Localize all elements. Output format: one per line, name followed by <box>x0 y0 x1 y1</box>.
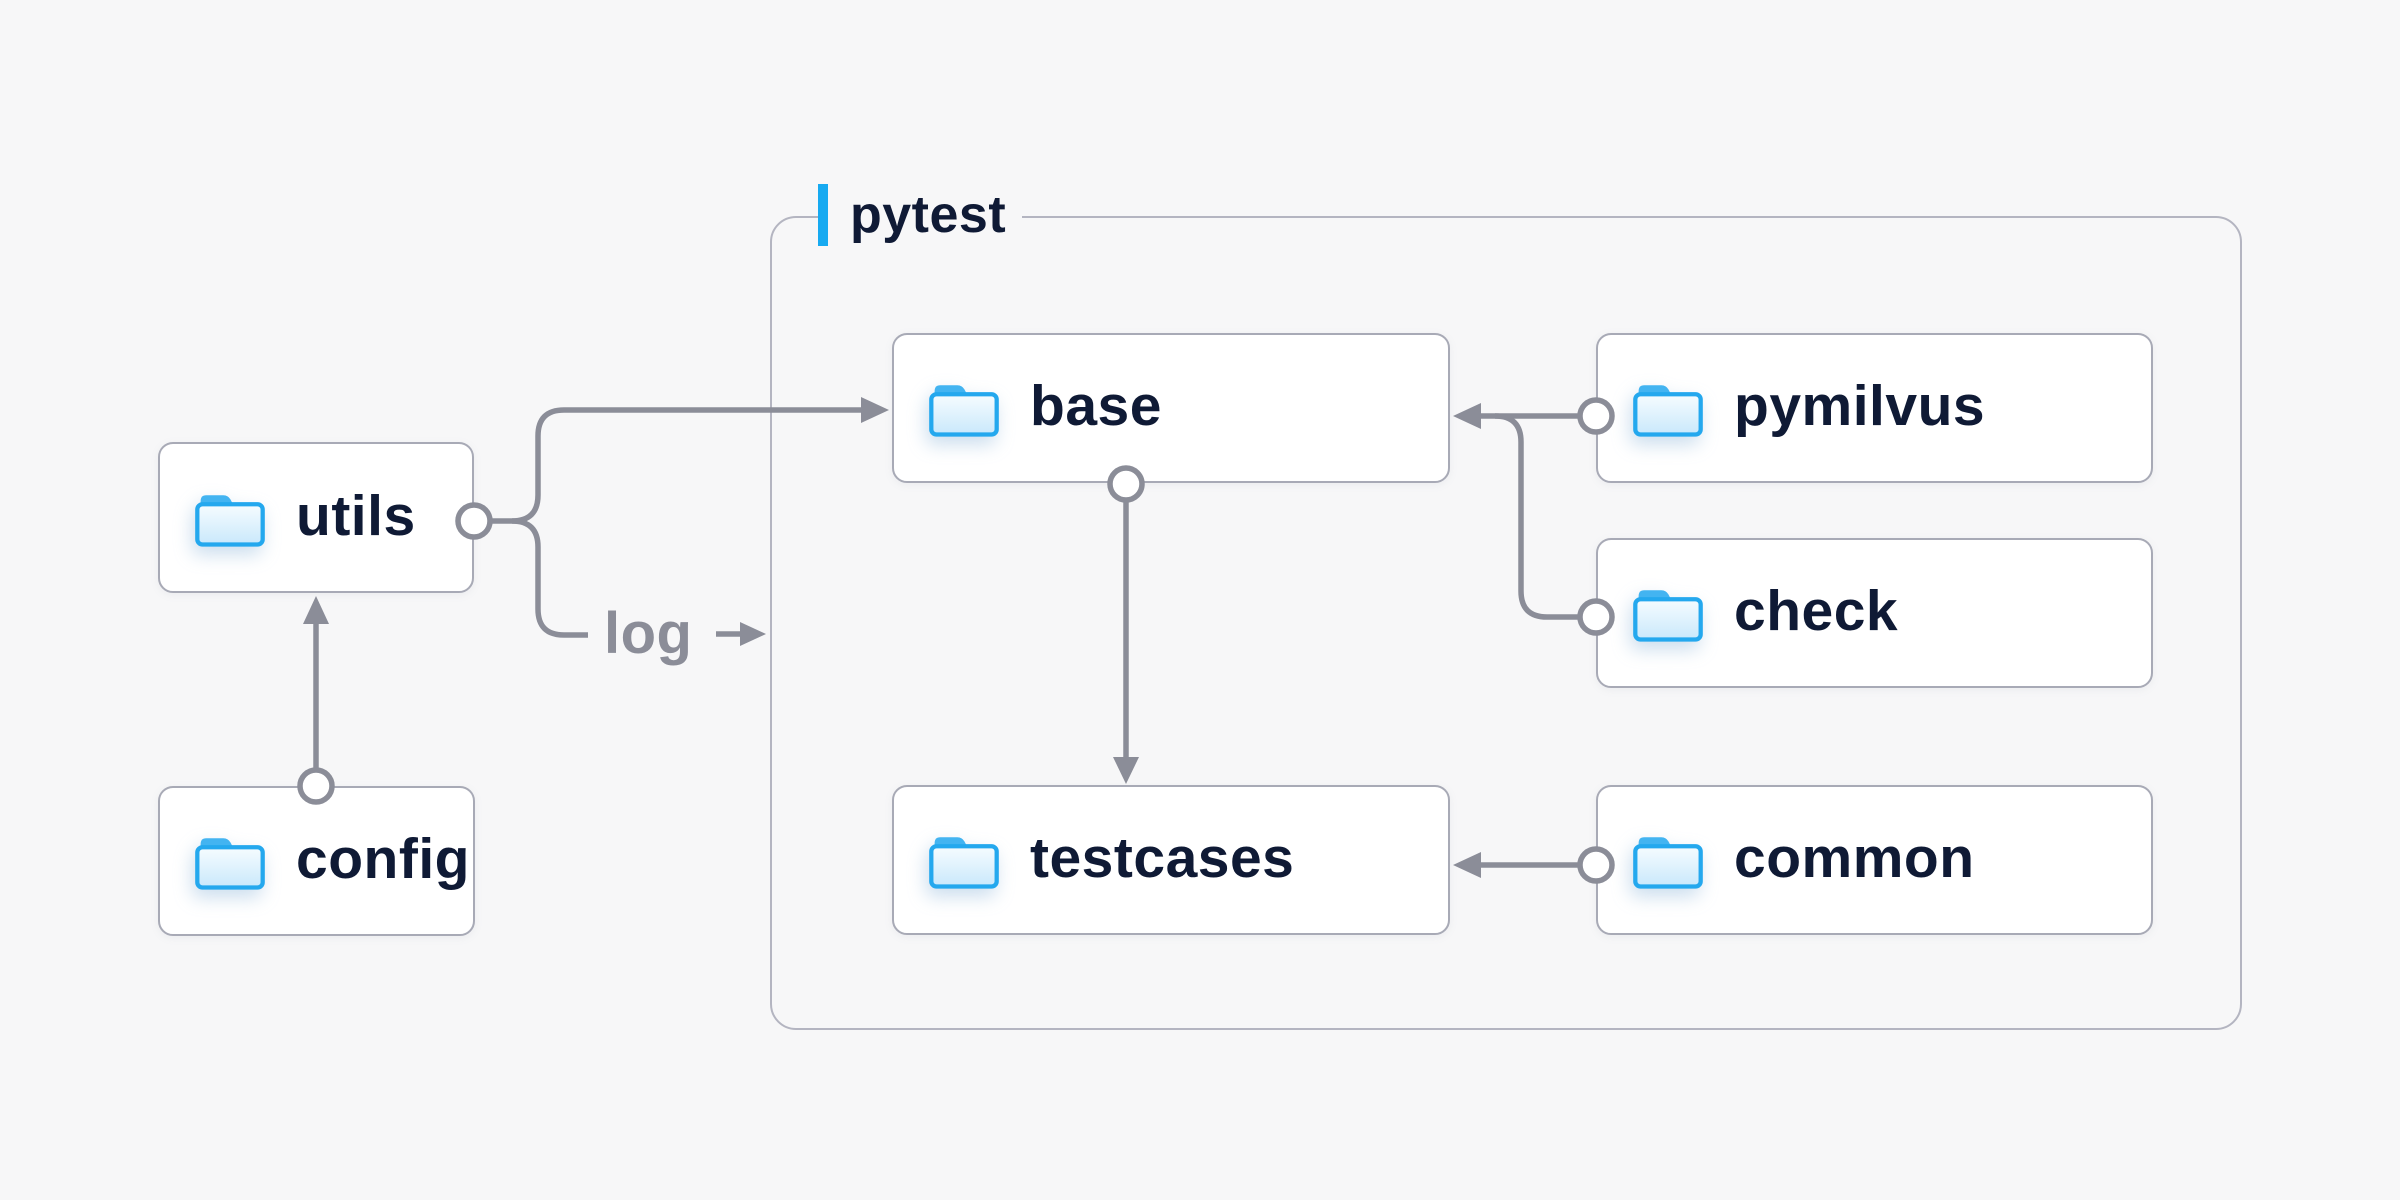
node-config: config <box>158 786 475 936</box>
node-label: common <box>1734 826 1975 890</box>
arrowhead-left <box>1453 403 1481 429</box>
node-check: check <box>1596 538 2153 688</box>
arrowhead-right-small <box>740 622 766 646</box>
edge-base-to-testcases <box>1107 465 1145 784</box>
connector-dot <box>455 502 493 540</box>
arrowhead-down <box>1113 757 1139 784</box>
group-label-text: pytest <box>850 186 1007 244</box>
node-label: check <box>1734 579 1899 643</box>
edge-common-to-testcases <box>1453 846 1615 884</box>
connector-dot <box>1577 397 1615 435</box>
edge-config-to-utils <box>297 596 335 805</box>
node-pymilvus: pymilvus <box>1596 333 2153 483</box>
connector-dot <box>297 767 335 805</box>
edge-utils-to-base <box>490 397 889 524</box>
arrowhead-right <box>861 397 889 423</box>
node-label: pymilvus <box>1734 374 1986 438</box>
arrowhead-up <box>303 596 329 624</box>
node-label: base <box>1030 374 1162 438</box>
node-label: config <box>296 827 470 891</box>
node-testcases: testcases <box>892 785 1450 935</box>
pytest-group-container <box>770 216 2242 1030</box>
node-label: utils <box>296 483 416 548</box>
connector-dot <box>1107 465 1145 503</box>
node-label: testcases <box>1030 826 1295 890</box>
connector-dot <box>1577 598 1615 636</box>
edge-pymilvus-to-base <box>1453 397 1615 435</box>
pytest-group-label: pytest <box>818 183 1023 247</box>
node-common: common <box>1596 785 2153 935</box>
connector-dot <box>1577 846 1615 884</box>
edge-utils-to-log <box>455 502 766 646</box>
node-base: base <box>892 333 1450 483</box>
arrowhead-left <box>1453 852 1481 878</box>
edge-label-log: log <box>604 601 693 666</box>
node-utils: utils <box>158 442 474 593</box>
edge-check-to-base <box>1494 413 1615 636</box>
accent-bar <box>818 184 828 246</box>
